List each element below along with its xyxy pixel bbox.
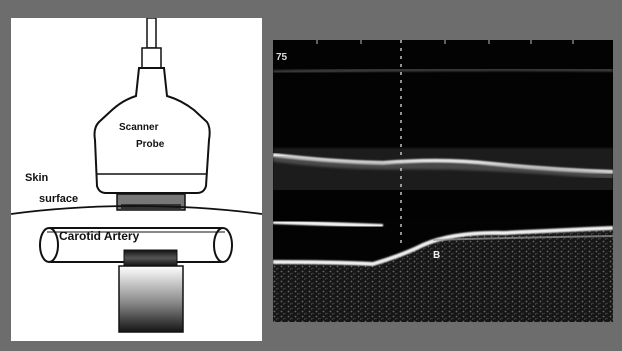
depth-scale-ticks [317, 40, 573, 44]
schematic-drawing [11, 18, 262, 341]
skin-label-line2: surface [39, 193, 78, 205]
ultrasound-beam-block [119, 250, 183, 332]
schematic-diagram-panel: Scanner Probe Skin surface Carotid Arter… [11, 18, 262, 341]
probe-label-line1: Scanner [119, 122, 158, 133]
artery-label: Carotid Artery [59, 229, 139, 243]
left-wall-echo [273, 222, 383, 226]
ultrasound-image-panel: 75 B [273, 40, 613, 322]
artery-lumen [273, 190, 613, 220]
near-field-echo [273, 69, 613, 72]
depth-marker-label: 75 [276, 52, 287, 63]
probe-label-line2: Probe [136, 139, 164, 150]
skin-label-line1: Skin [25, 172, 48, 184]
probe-cable [142, 18, 161, 68]
ultrasound-echo-drawing [273, 40, 613, 322]
marker-letter-label: B [433, 250, 440, 261]
